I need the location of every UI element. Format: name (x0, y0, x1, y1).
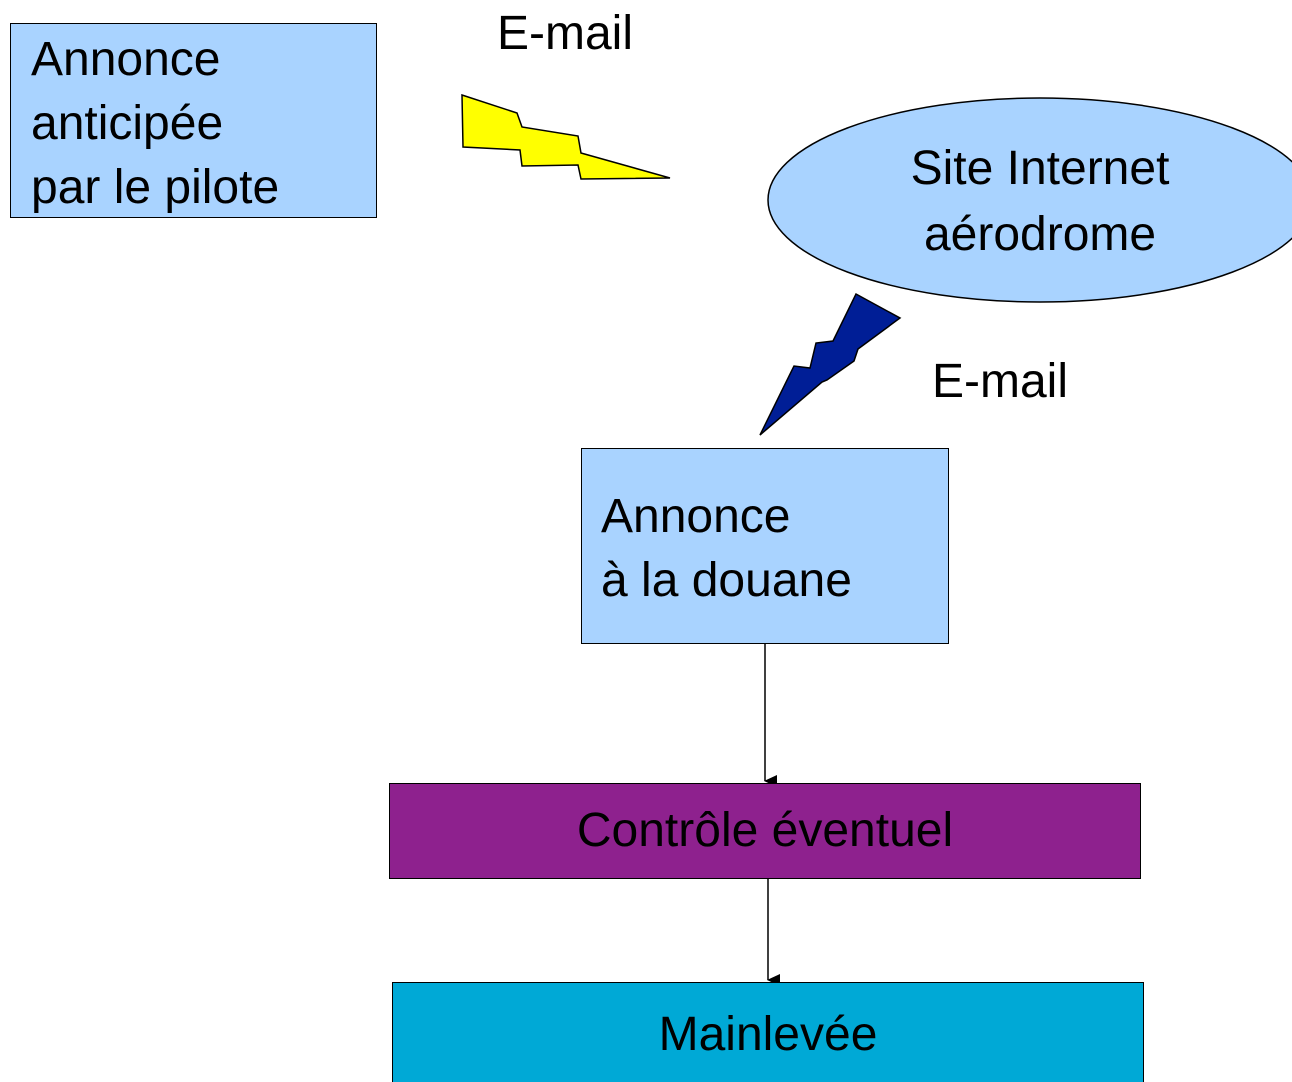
website-label-line-1: Site Internet (910, 142, 1170, 195)
blue-lightning-bolt-icon (759, 292, 902, 436)
release-box: Mainlevée (392, 982, 1144, 1082)
release-label: Mainlevée (658, 1008, 878, 1061)
yellow-lightning-bolt-icon (461, 93, 671, 180)
website-label: Site Internet aérodrome (790, 136, 1290, 268)
email-label-website-to-customs: E-mail (932, 355, 1069, 408)
customs-announcement-line-2: à la douane (601, 554, 852, 607)
customs-announcement-line-1: Annonce (601, 490, 791, 543)
possible-inspection-box: Contrôle éventuel (389, 783, 1141, 879)
pilot-announcement-line-2: anticipée (31, 97, 224, 150)
pilot-announcement-line-3: par le pilote (31, 161, 280, 214)
possible-inspection-label: Contrôle éventuel (576, 804, 954, 857)
email-label-pilot-to-website: E-mail (497, 7, 634, 60)
website-ellipse (767, 97, 1292, 303)
pilot-announcement-box: Annonce anticipée par le pilote (10, 23, 377, 218)
customs-announcement-box: Annonce à la douane (581, 448, 949, 644)
website-label-line-2: aérodrome (923, 208, 1157, 261)
pilot-announcement-line-1: Annonce (31, 33, 221, 86)
